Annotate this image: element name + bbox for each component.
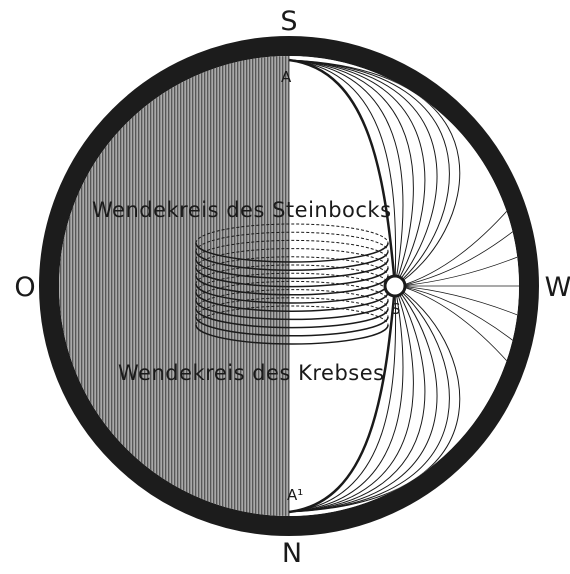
compass-east: O	[14, 272, 35, 303]
tropic-cancer-label: Wendekreis des Krebses	[118, 361, 385, 385]
sun-point	[385, 276, 405, 296]
tropic-capricorn-label: Wendekreis des Steinbocks	[92, 198, 392, 222]
point-a-prime: A¹	[287, 486, 303, 504]
compass-south: S	[280, 6, 297, 37]
compass-west: W	[545, 272, 570, 303]
point-a: A	[281, 68, 292, 86]
compass-north: N	[282, 538, 302, 569]
sun-label: S	[391, 300, 401, 318]
